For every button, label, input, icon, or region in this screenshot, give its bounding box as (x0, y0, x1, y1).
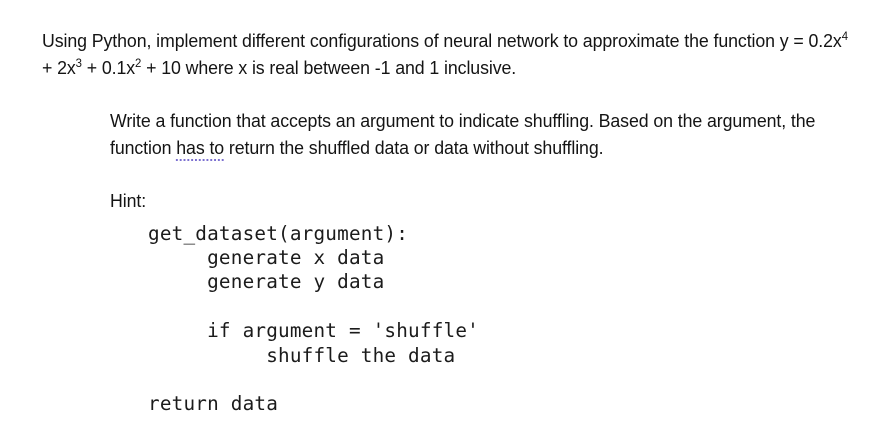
code-line-if-argument: if argument = 'shuffle' (148, 319, 479, 343)
code-line-blank-2 (148, 368, 479, 392)
task-text-part-1: Write a function that accepts an argumen… (110, 109, 821, 158)
code-line-get-dataset: get_dataset(argument): (148, 221, 409, 245)
task-paragraph: Write a function that accepts an argumen… (110, 107, 850, 161)
intro-text-part-4: + 10 where x is real between -1 and 1 in… (141, 56, 517, 78)
exponent-2: 2 (135, 55, 142, 70)
intro-text-part-3: + 0.1x (81, 56, 136, 78)
intro-text-part-1: Using Python, implement different config… (42, 29, 842, 51)
code-line-shuffle-data: shuffle the data (148, 343, 456, 367)
exponent-4: 4 (841, 28, 848, 43)
code-line-return-data: return data (148, 392, 279, 416)
task-text-part-2: return the shuffled data or data without… (224, 136, 604, 158)
exponent-3: 3 (75, 55, 82, 70)
code-line-generate-x: generate x data (148, 245, 385, 269)
grammar-marked-phrase[interactable]: has to (176, 136, 224, 161)
code-block: get_dataset(argument): generate x data g… (148, 222, 479, 417)
code-line-generate-y: generate y data (148, 270, 385, 294)
code-line-blank-1 (148, 295, 479, 319)
intro-paragraph: Using Python, implement different config… (42, 27, 849, 81)
intro-text-part-2: + 2x (42, 29, 853, 78)
hint-label: Hint: (110, 189, 147, 211)
